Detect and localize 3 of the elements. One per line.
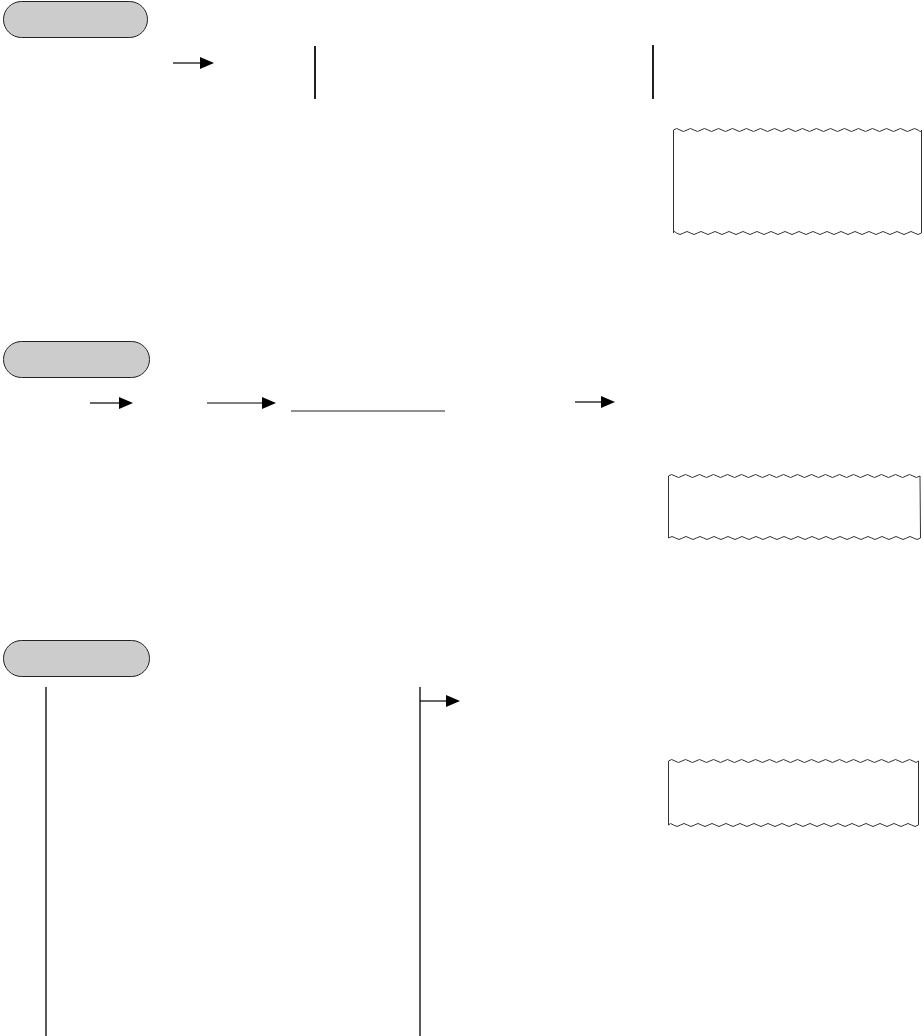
- section-pill: [3, 341, 150, 378]
- section-pill: [3, 640, 150, 677]
- section-pill: [3, 1, 148, 38]
